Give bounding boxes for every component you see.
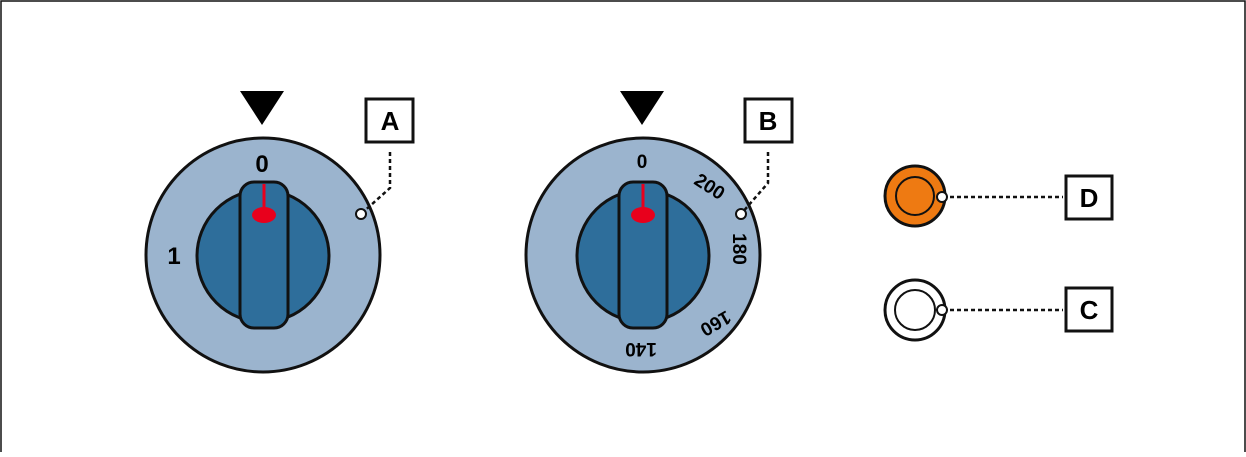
lamp-d-outer-ring-icon [883, 164, 947, 228]
dial-a-index-marker-icon [240, 91, 284, 125]
dial-a-leader-anchor [355, 208, 367, 220]
dial-b-marking-0: 0 [637, 152, 648, 173]
dial-a-knob-grip[interactable] [238, 180, 290, 330]
dial-b-leader-anchor [735, 208, 747, 220]
dial-a-callout-box [364, 97, 415, 144]
indicator-lamp-d: D [883, 164, 1114, 228]
lamp-d-inner-ring-icon [895, 176, 935, 216]
dial-b-marking-140: 140 [625, 338, 657, 359]
lamp-d-leader-anchor [936, 191, 948, 203]
dial-b-knob-grip[interactable] [617, 180, 669, 330]
dial-b-callout-label: B [759, 106, 778, 136]
lamp-c-callout-box [1064, 286, 1114, 333]
dial-a-pointer-dot [252, 207, 276, 223]
dial-a[interactable]: 0 1 A [144, 91, 415, 374]
dial-b-marking-180: 180 [728, 233, 749, 265]
dial-b-callout-box [743, 97, 794, 144]
dial-b[interactable]: 0 200 180 160 140 B [524, 91, 794, 374]
dial-a-marking-0: 0 [255, 151, 268, 178]
lamp-c-callout-label: C [1080, 295, 1099, 325]
dial-b-leader-line [740, 152, 770, 215]
indicator-lamp-c: C [883, 278, 1114, 342]
dial-b-index-marker-icon [620, 91, 664, 125]
dial-b-pointer-dot [631, 207, 655, 223]
lamp-c-inner-ring-icon [894, 289, 936, 331]
lamp-d-callout-label: D [1080, 183, 1099, 213]
dial-a-callout-label: A [381, 106, 400, 136]
dial-a-marking-1: 1 [167, 243, 180, 270]
lamp-c-leader-anchor [936, 304, 948, 316]
lamp-d-callout-box [1064, 174, 1114, 221]
dial-a-leader-line [360, 152, 392, 215]
